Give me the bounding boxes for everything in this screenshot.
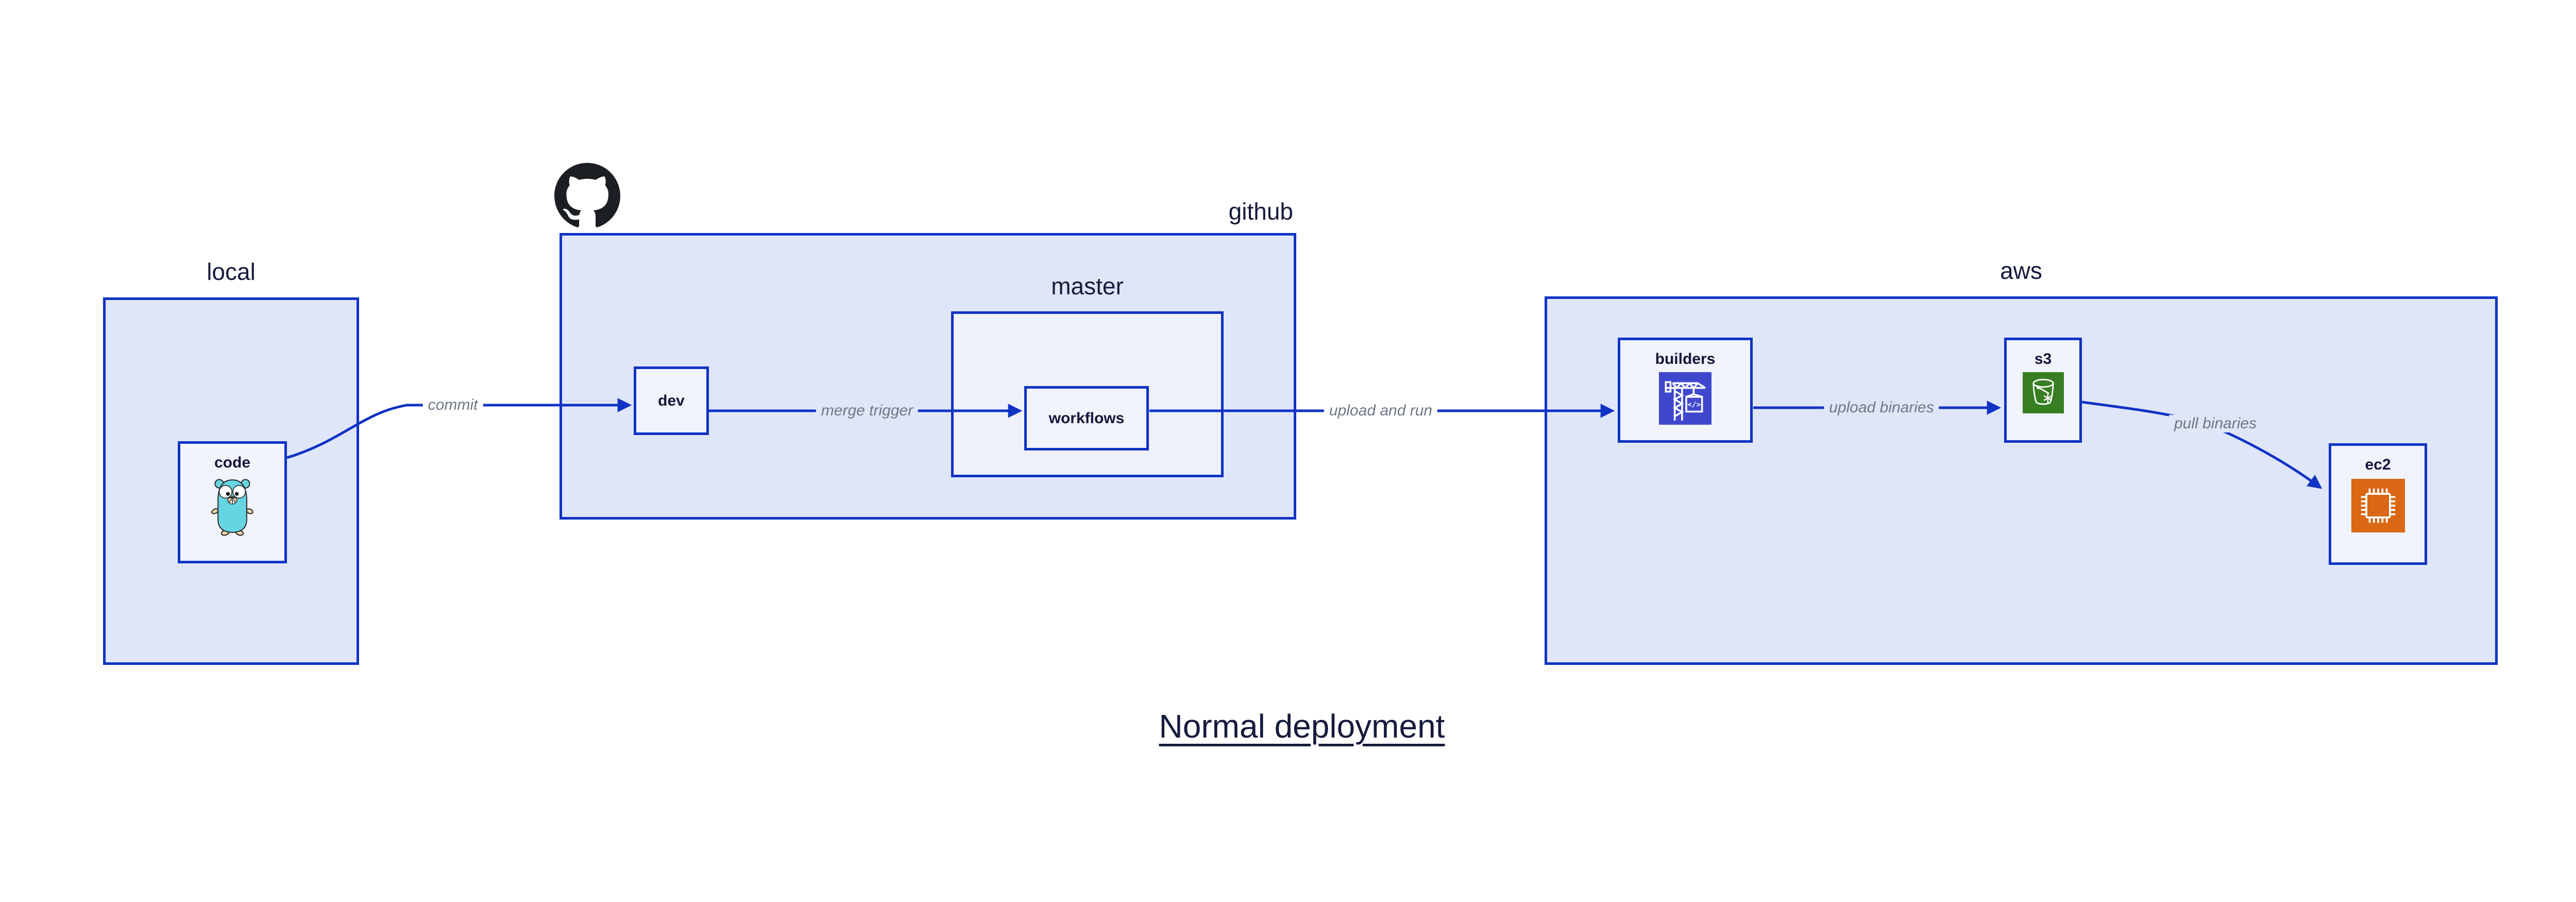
group-master-label: master — [1051, 273, 1124, 299]
node-s3-label: s3 — [2034, 350, 2052, 368]
bucket-icon — [2022, 372, 2064, 413]
edge-pull-binaries-label: pull binaries — [2168, 415, 2262, 432]
github-octocat-logo — [554, 163, 620, 229]
node-builders: builders </> — [1618, 338, 1753, 443]
node-dev-label: dev — [658, 392, 685, 409]
edge-upload-binaries-label: upload binaries — [1824, 399, 1939, 416]
group-local-label: local — [207, 258, 256, 285]
edge-commit-line — [286, 398, 632, 459]
go-gopher-icon — [211, 476, 253, 537]
group-github-label: github — [1228, 198, 1293, 225]
edge-merge-trigger-label: merge trigger — [816, 402, 919, 420]
edge-pull-binaries-line — [2081, 400, 2323, 489]
node-code-label: code — [214, 454, 251, 471]
github-octocat-icon — [554, 163, 620, 227]
node-code: code — [178, 441, 287, 563]
node-builders-label: builders — [1655, 350, 1716, 368]
node-ec2-label: ec2 — [2365, 456, 2391, 473]
node-workflows-label: workflows — [1048, 409, 1125, 427]
crane-icon: </> — [1659, 372, 1711, 425]
group-aws-label: aws — [2000, 257, 2042, 284]
node-workflows: workflows — [1024, 386, 1149, 450]
node-s3: s3 — [2004, 338, 2082, 443]
diagram-title: Normal deployment — [1159, 708, 1445, 745]
chip-icon — [2351, 479, 2405, 532]
node-dev: dev — [634, 366, 709, 435]
svg-text:</>: </> — [1687, 400, 1701, 409]
edge-commit-label: commit — [422, 396, 483, 414]
edge-upload-and-run-label: upload and run — [1324, 402, 1438, 420]
node-ec2: ec2 — [2329, 443, 2427, 565]
